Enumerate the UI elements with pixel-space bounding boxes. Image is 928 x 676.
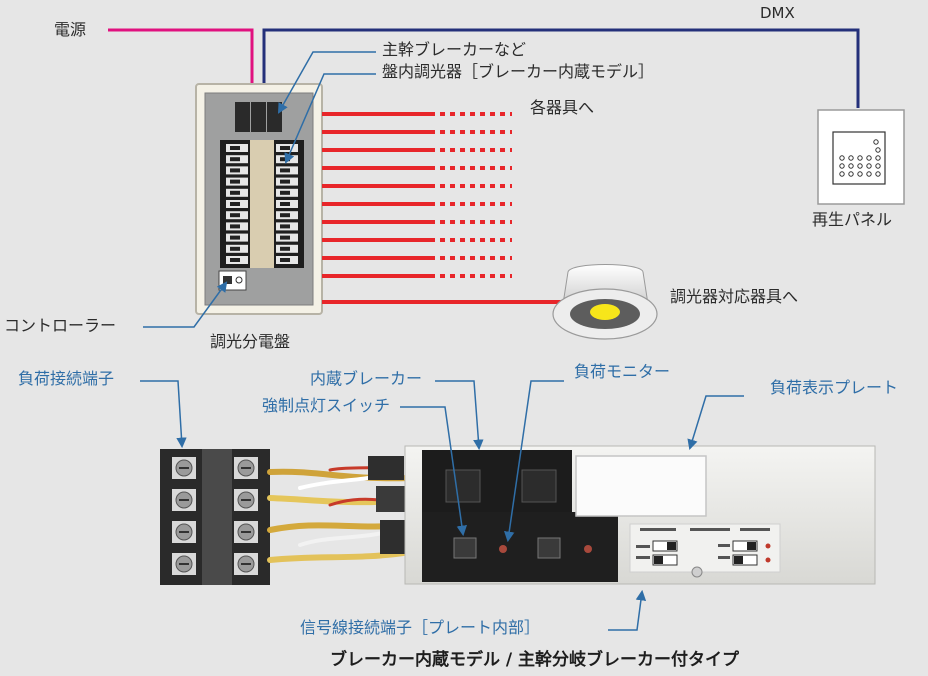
callout-built-in-breaker — [435, 380, 484, 451]
load-plate-label: 負荷表示プレート — [770, 378, 899, 397]
wire-connector — [368, 456, 404, 480]
power-line — [108, 28, 254, 88]
to-dimmable-fixture-label: 調光器対応器具へ — [670, 287, 799, 306]
controller-label: コントローラー — [4, 316, 117, 335]
panel-button — [873, 139, 879, 145]
callout-built-in-dimmer — [284, 73, 376, 164]
callout-controller — [143, 281, 228, 328]
callout-load-terminal — [140, 380, 187, 449]
built-in-breaker-label: 内蔵ブレーカー — [310, 369, 423, 388]
dmx-line — [262, 28, 860, 108]
panel-button — [848, 163, 854, 169]
panel-button — [857, 163, 863, 169]
load-monitor-led — [499, 545, 507, 553]
panel-button — [839, 163, 845, 169]
load-display-plate — [575, 455, 707, 517]
force-on-switch — [453, 537, 477, 559]
load-terminal-block — [160, 449, 270, 585]
load-terminal-label: 負荷接続端子 — [18, 369, 115, 388]
panel-button — [875, 163, 881, 169]
callout-force-on-switch — [400, 406, 468, 537]
load-monitor-led — [584, 545, 592, 553]
branch-breaker-block — [220, 140, 304, 268]
dimming-distribution-panel — [195, 83, 323, 315]
figure-caption: ブレーカー内蔵モデル / 主幹分岐ブレーカー付タイプ — [330, 650, 740, 670]
power-label: 電源 — [54, 20, 87, 39]
callout-main-breaker — [277, 51, 376, 114]
load-monitor-label: 負荷モニター — [574, 362, 671, 381]
panel-button — [866, 155, 872, 161]
force-on-switch-label: 強制点灯スイッチ — [262, 396, 391, 415]
dimmable-downlight — [552, 264, 658, 340]
panel-button — [875, 155, 881, 161]
playback-panel-label: 再生パネル — [812, 210, 893, 229]
playback-panel — [817, 109, 905, 205]
wire-connector — [380, 520, 408, 554]
panel-label: 調光分電盤 — [210, 332, 291, 351]
dmx-label: DMX — [760, 4, 795, 22]
panel-button — [866, 163, 872, 169]
panel-button — [839, 171, 845, 177]
panel-button — [848, 171, 854, 177]
callout-signal-terminal — [608, 589, 647, 631]
panel-button — [857, 155, 863, 161]
built-in-dimmer-label: 盤内調光器［ブレーカー内蔵モデル］ — [382, 62, 655, 81]
callout-load-monitor — [504, 380, 564, 543]
feeder-lines — [322, 112, 512, 278]
panel-button — [866, 171, 872, 177]
panel-button — [875, 147, 881, 153]
panel-button — [857, 171, 863, 177]
force-on-switch — [537, 537, 561, 559]
panel-button — [839, 155, 845, 161]
panel-button — [875, 171, 881, 177]
callout-load-plate — [687, 395, 744, 451]
panel-button — [848, 155, 854, 161]
main-breaker-label: 主幹ブレーカーなど — [382, 40, 527, 59]
main-breakers — [235, 102, 282, 132]
wire-connector — [376, 486, 406, 512]
dimmer-unit — [404, 445, 876, 585]
to-fixtures-label: 各器具へ — [530, 98, 595, 117]
signal-terminal-label: 信号線接続端子［プレート内部］ — [300, 618, 541, 637]
